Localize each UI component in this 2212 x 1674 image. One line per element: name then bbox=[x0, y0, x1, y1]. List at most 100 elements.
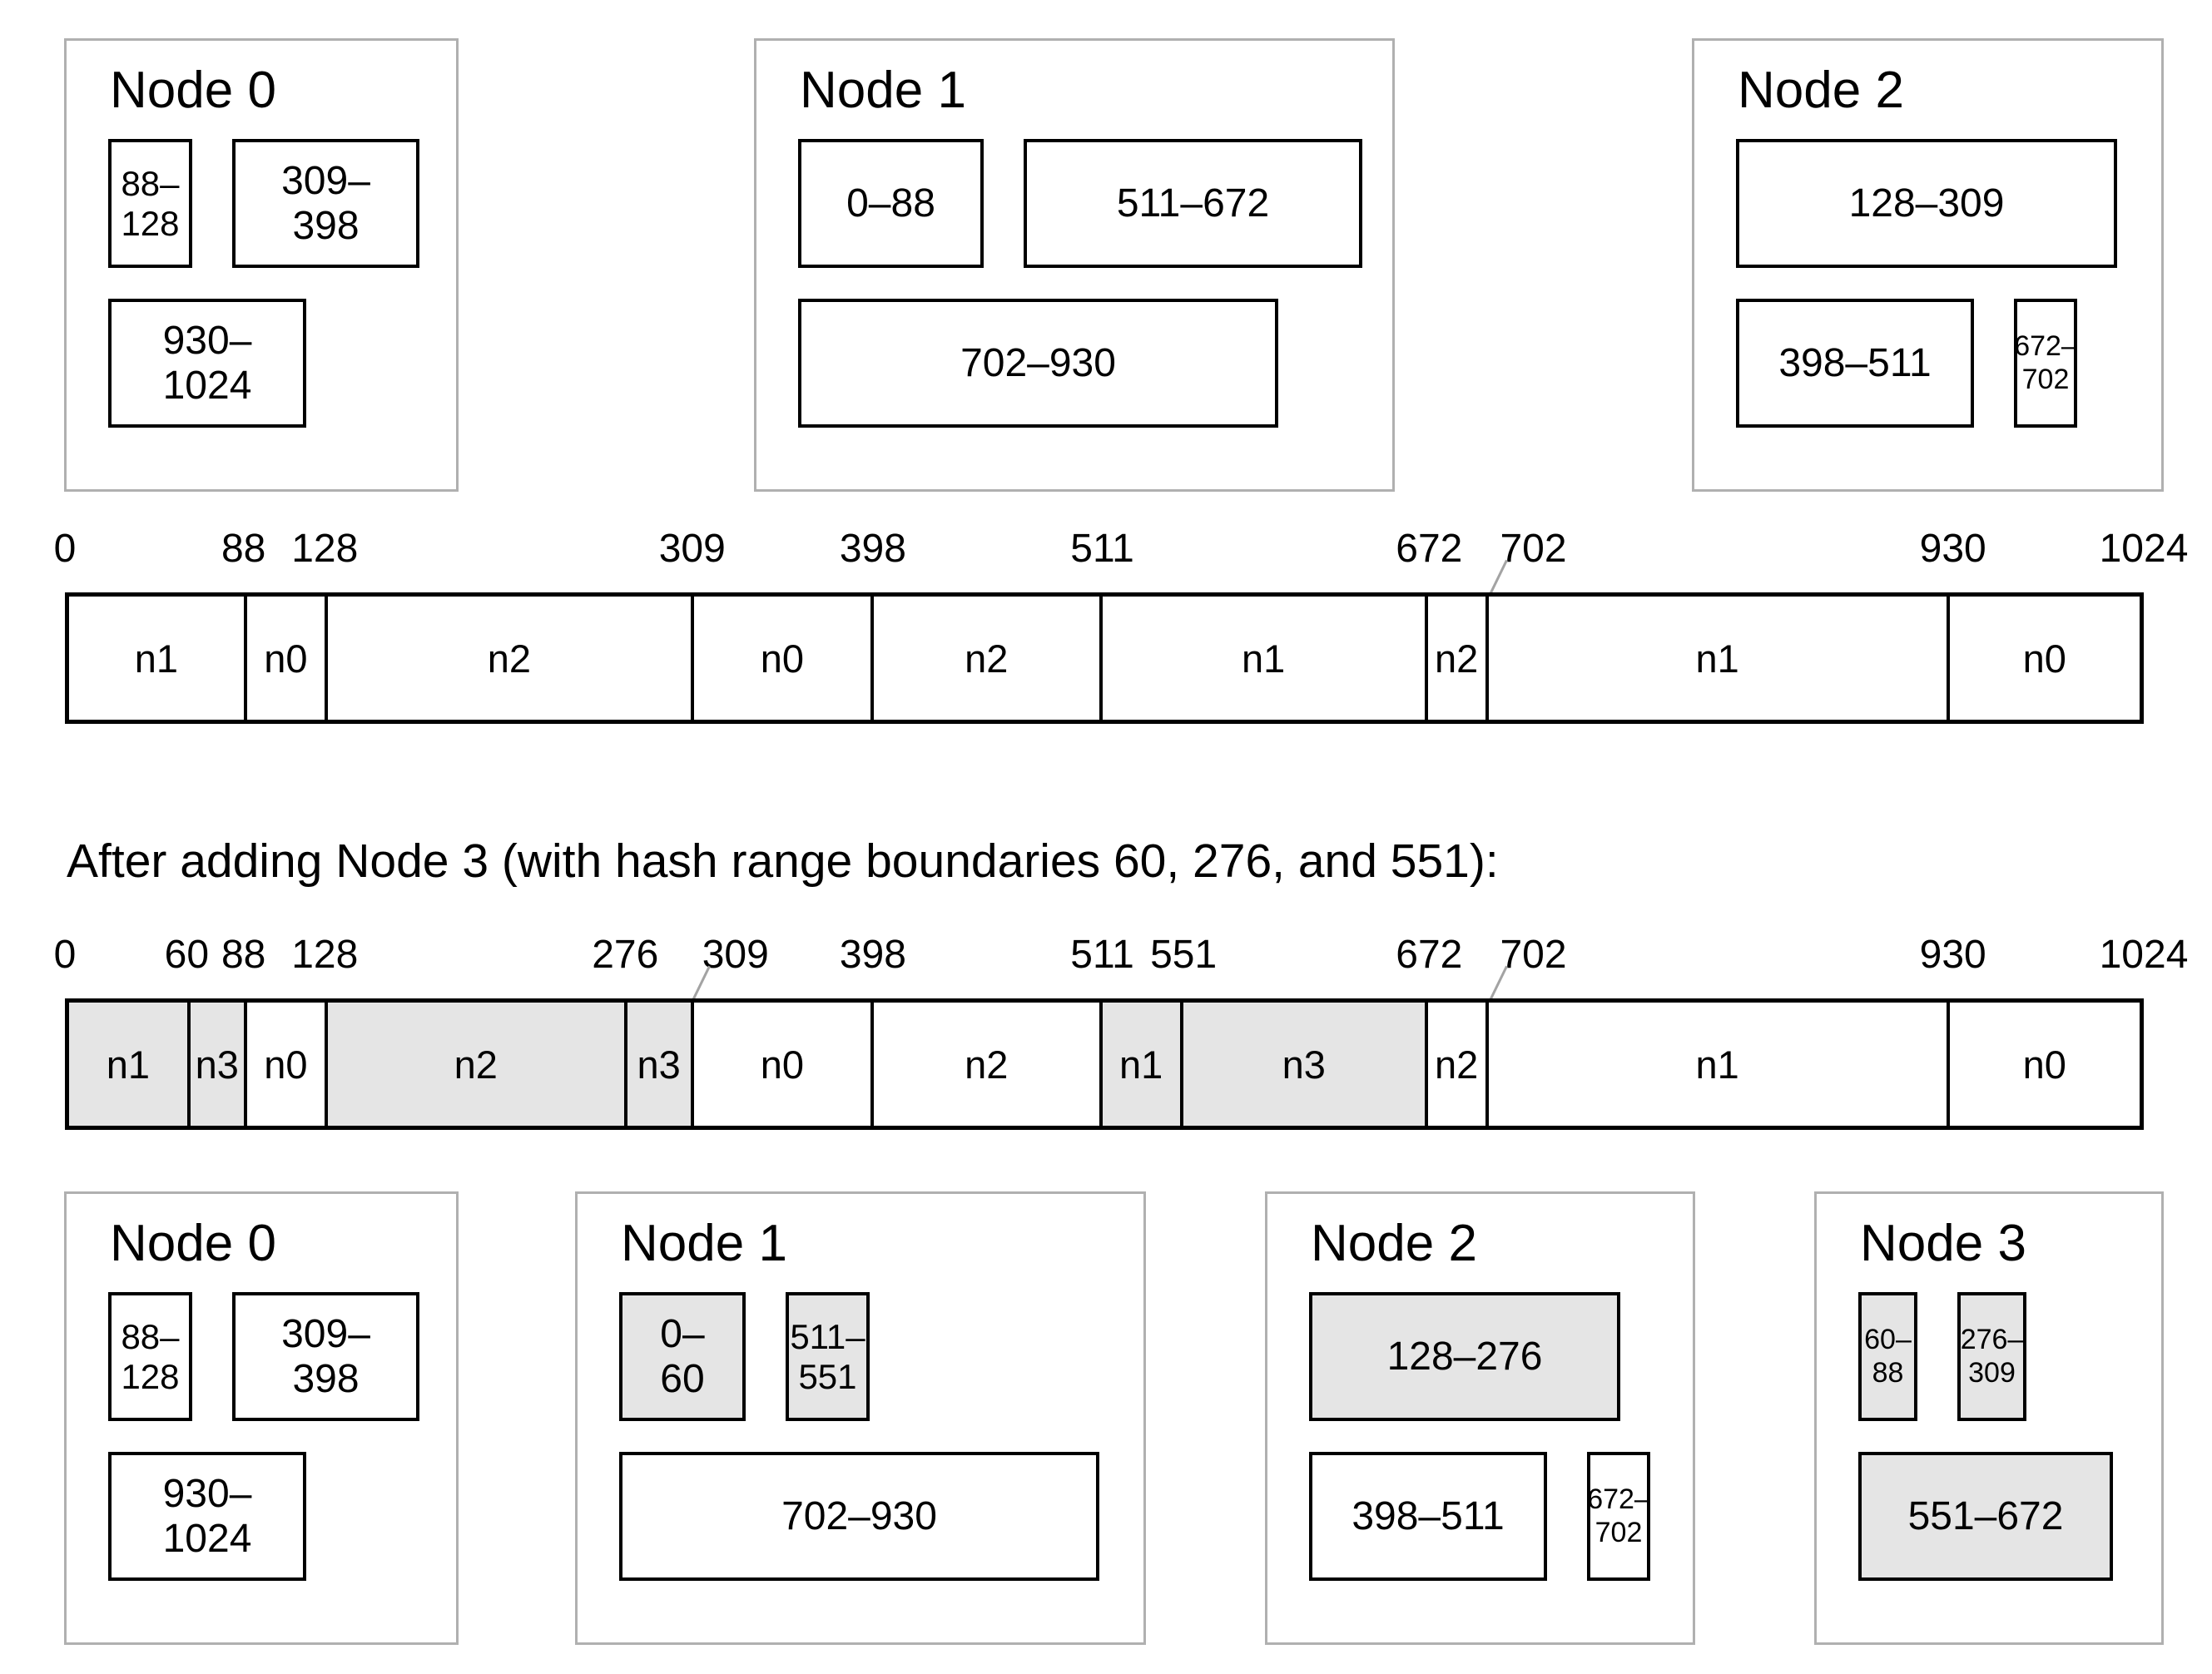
tick-label: 930 bbox=[1919, 527, 1986, 571]
partition-label: 511– bbox=[790, 1317, 865, 1357]
tick-label: 672 bbox=[1396, 933, 1463, 977]
segment-label: n0 bbox=[2022, 636, 2066, 681]
partition-row: 930–1024 bbox=[108, 1452, 306, 1581]
partition-label: 60 bbox=[660, 1356, 705, 1401]
segment-label: n0 bbox=[2022, 1042, 2066, 1087]
partition-row: 60–88 276–309 bbox=[1858, 1292, 2026, 1421]
partition-box: 309–398 bbox=[232, 139, 419, 268]
tick-label: 551 bbox=[1150, 933, 1218, 977]
node-title: Node 2 bbox=[1738, 62, 1904, 119]
node-title: Node 0 bbox=[110, 62, 276, 119]
partition-box: 930–1024 bbox=[108, 299, 306, 428]
partition-row: 702–930 bbox=[619, 1452, 1099, 1581]
partition-box: 511–672 bbox=[1024, 139, 1362, 268]
partition-row: 702–930 bbox=[798, 299, 1278, 428]
partition-box: 702–930 bbox=[619, 1452, 1099, 1581]
tick-label: 930 bbox=[1919, 933, 1986, 977]
partition-box: 930–1024 bbox=[108, 1452, 306, 1581]
segment-label: n2 bbox=[965, 636, 1009, 681]
segment-label: n0 bbox=[760, 1042, 805, 1087]
segment-label: n2 bbox=[1435, 1042, 1479, 1087]
bar-segment: n1 bbox=[69, 1003, 191, 1126]
partition-label: 702–930 bbox=[781, 1493, 937, 1538]
partition-row: 398–511 672–702 bbox=[1736, 299, 2077, 428]
tick-label: 309 bbox=[658, 527, 726, 571]
bar-segment: n1 bbox=[1102, 597, 1428, 720]
bar-segment: n1 bbox=[1488, 597, 1950, 720]
segment-label: n2 bbox=[487, 636, 532, 681]
partition-label: 309 bbox=[1968, 1356, 2016, 1389]
partition-box: 276–309 bbox=[1957, 1292, 2026, 1421]
partition-label: 551–672 bbox=[1907, 1493, 2064, 1538]
node-box: Node 2 128–276 398–511 672–702 bbox=[1265, 1191, 1695, 1645]
partition-row: 398–511 672–702 bbox=[1309, 1452, 1650, 1581]
partition-row: 88–128 309–398 bbox=[108, 139, 419, 268]
partition-label: 398–511 bbox=[1778, 340, 1932, 385]
tick-label: 702 bbox=[1500, 933, 1567, 977]
tick-label: 128 bbox=[291, 527, 359, 571]
partition-row: 128–276 bbox=[1309, 1292, 1620, 1421]
tick-label: 398 bbox=[839, 527, 906, 571]
partition-label: 398 bbox=[292, 1356, 360, 1401]
bar-segment: n0 bbox=[246, 597, 328, 720]
segment-label: n2 bbox=[1435, 636, 1479, 681]
partition-label: 128 bbox=[121, 1356, 180, 1396]
tick-label: 88 bbox=[221, 933, 266, 977]
partition-label: 702 bbox=[2021, 363, 2070, 395]
partition-label: 88 bbox=[1872, 1356, 1904, 1389]
partition-box: 398–511 bbox=[1736, 299, 1974, 428]
bar-segment: n2 bbox=[1427, 1003, 1489, 1126]
partition-box: 0–60 bbox=[619, 1292, 746, 1421]
node-title: Node 2 bbox=[1311, 1215, 1477, 1272]
segment-label: n1 bbox=[106, 1042, 151, 1087]
tick-label: 128 bbox=[291, 933, 359, 977]
partition-box: 672–702 bbox=[2014, 299, 2077, 428]
partition-box: 672–702 bbox=[1587, 1452, 1650, 1581]
partition-label: 551 bbox=[798, 1356, 857, 1396]
partition-box: 702–930 bbox=[798, 299, 1278, 428]
node-box: Node 3 60–88 276–309 551–672 bbox=[1814, 1191, 2164, 1645]
partition-row: 930–1024 bbox=[108, 299, 306, 428]
bar-segment: n0 bbox=[693, 1003, 874, 1126]
partition-box: 398–511 bbox=[1309, 1452, 1547, 1581]
node-box: Node 2 128–309 398–511 672–702 bbox=[1692, 38, 2164, 492]
partition-box: 60–88 bbox=[1858, 1292, 1917, 1421]
partition-label: 930– bbox=[162, 1471, 252, 1516]
node-box: Node 1 0–60 511–551 702–930 bbox=[575, 1191, 1146, 1645]
leader-line bbox=[1489, 559, 1509, 596]
partition-row: 128–309 bbox=[1736, 139, 2117, 268]
partition-label: 672– bbox=[2014, 330, 2077, 363]
bar-segment: n1 bbox=[1488, 1003, 1950, 1126]
partition-box: 551–672 bbox=[1858, 1452, 2113, 1581]
partition-label: 276– bbox=[1960, 1324, 2024, 1356]
tick-label: 88 bbox=[221, 527, 266, 571]
partition-box: 511–551 bbox=[786, 1292, 870, 1421]
bar-segment: n0 bbox=[246, 1003, 328, 1126]
tick-label: 60 bbox=[164, 933, 210, 977]
segment-label: n1 bbox=[134, 636, 179, 681]
node-box: Node 0 88–128 309–398 930–1024 bbox=[64, 38, 459, 492]
caption: After adding Node 3 (with hash range bou… bbox=[67, 835, 1499, 888]
tick-label: 309 bbox=[702, 933, 769, 977]
node-title: Node 1 bbox=[621, 1215, 787, 1272]
partition-box: 128–309 bbox=[1736, 139, 2117, 268]
partition-label: 88– bbox=[121, 164, 180, 204]
tick-label: 511 bbox=[1070, 527, 1134, 571]
node-title: Node 1 bbox=[800, 62, 966, 119]
bar-segment: n2 bbox=[328, 1003, 627, 1126]
partition-label: 88– bbox=[121, 1317, 180, 1357]
partition-row: 551–672 bbox=[1858, 1452, 2113, 1581]
partition-label: 128 bbox=[121, 203, 180, 243]
bar-segment: n2 bbox=[874, 1003, 1103, 1126]
tick-label: 276 bbox=[592, 933, 659, 977]
partition-box: 128–276 bbox=[1309, 1292, 1620, 1421]
node-title: Node 3 bbox=[1860, 1215, 2026, 1272]
segment-label: n2 bbox=[965, 1042, 1009, 1087]
